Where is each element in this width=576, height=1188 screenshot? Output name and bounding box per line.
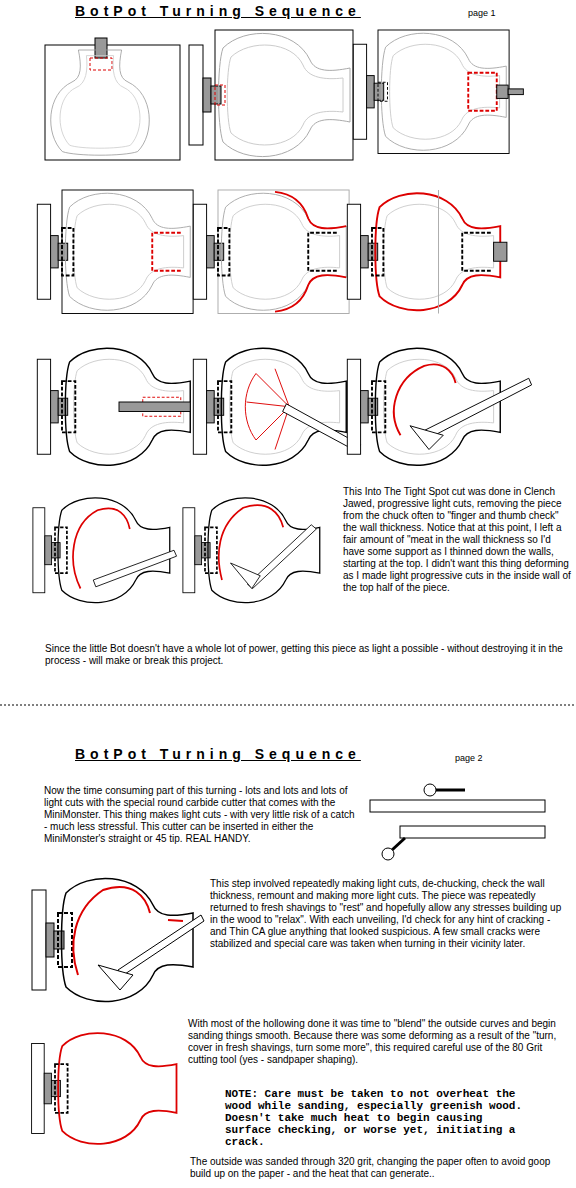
illustration-part [219, 33, 351, 156]
illustration-part [33, 498, 177, 603]
illustration-part [32, 890, 64, 990]
illustration-part [93, 550, 176, 587]
illustration-part [51, 50, 150, 155]
illustration-part [221, 348, 346, 465]
illustration-part [381, 33, 506, 150]
illustration-part [60, 56, 140, 149]
illustration-part [74, 204, 184, 299]
illustration-part [308, 233, 337, 271]
illustration-part [55, 527, 67, 573]
illustration-part [193, 204, 223, 299]
step-note: Now the time consuming part of this turn… [44, 785, 356, 845]
illustration-part [32, 878, 204, 1001]
illustration-part [347, 348, 531, 465]
illustration-part [508, 89, 523, 95]
illustration-part [230, 204, 340, 299]
step-note: Since the little Bot doesn't have a whol… [45, 643, 565, 667]
illustration-part [32, 1044, 61, 1134]
illustration-part [218, 381, 231, 432]
illustration-part [275, 275, 346, 311]
illustration-part [189, 30, 353, 160]
illustration-part [218, 190, 349, 314]
illustration-part [95, 38, 107, 58]
illustration-part [205, 527, 217, 573]
illustration-part [353, 30, 523, 154]
step-note: With most of the hollowing done it was t… [188, 1018, 558, 1066]
illustration-part [218, 228, 229, 276]
illustration-part [58, 913, 72, 967]
illustration-part [372, 228, 383, 276]
page-title: BotPot Turning Sequence [75, 2, 361, 20]
page-title: BotPot Turning Sequence [75, 745, 361, 763]
illustration-part [65, 348, 190, 465]
illustration-part [438, 190, 439, 314]
illustration-part [37, 348, 190, 465]
illustration-part [37, 190, 193, 314]
illustration-part [392, 838, 405, 850]
illustration-part [62, 190, 193, 314]
illustration-part [347, 359, 377, 454]
illustration-part [215, 85, 225, 105]
step-note: This Into The Tight Spot cut was done in… [343, 486, 571, 594]
illustration-part [189, 45, 221, 145]
illustration-part [221, 193, 346, 310]
illustration-part [58, 498, 170, 603]
illustration-part [37, 204, 67, 299]
illustration-part [353, 44, 383, 139]
illustration-part [73, 887, 183, 975]
illustration-part [45, 45, 180, 160]
illustration-part [372, 381, 385, 432]
illustration-part [215, 30, 353, 160]
warning-note: NOTE: Care must be taken to not overheat… [225, 1088, 525, 1148]
illustration-part [375, 193, 500, 310]
illustration-part [378, 30, 509, 154]
step-note: This step involved repeatedly making lig… [210, 878, 565, 950]
illustration-part [410, 426, 443, 450]
illustration-part [193, 359, 223, 454]
illustration-part [370, 800, 545, 812]
illustration-part [55, 1064, 68, 1113]
illustration-part [382, 848, 394, 860]
page-number: page 2 [455, 752, 483, 764]
illustration-part [90, 58, 112, 70]
illustration-part [347, 190, 507, 314]
illustration-part [32, 1033, 177, 1144]
illustration-part [118, 915, 204, 976]
illustration-part [152, 233, 181, 271]
illustration-part [378, 82, 388, 101]
illustration-part [37, 359, 67, 454]
illustration-part [424, 378, 531, 438]
illustration-part [245, 369, 289, 450]
illustration-part [424, 784, 436, 796]
illustration-part [400, 826, 545, 838]
illustration-part [0, 705, 576, 706]
illustration-part [390, 44, 500, 139]
illustration-part [497, 85, 508, 98]
illustration-part [58, 1033, 176, 1144]
illustration-part [227, 45, 343, 145]
illustration-part [62, 381, 75, 432]
illustration-part [62, 228, 73, 276]
illustration-part [183, 508, 210, 593]
illustration-part [98, 965, 133, 990]
illustration-part [468, 73, 497, 111]
illustration-part [51, 50, 150, 155]
illustration-part [462, 233, 491, 271]
illustration-part [193, 190, 349, 314]
illustration-part [275, 192, 346, 228]
illustration-part [119, 402, 190, 412]
illustration-part [347, 204, 377, 299]
illustration-part [208, 498, 320, 603]
illustration-part [231, 563, 261, 589]
page-number: page 1 [468, 7, 496, 19]
illustration-part [65, 193, 190, 310]
illustration-part [436, 789, 465, 792]
illustration-part [33, 508, 60, 593]
illustration-part [193, 348, 360, 465]
illustration-part [494, 242, 507, 261]
step-note: The outside was sanded through 320 grit,… [190, 1156, 565, 1180]
illustration-part [183, 498, 320, 603]
